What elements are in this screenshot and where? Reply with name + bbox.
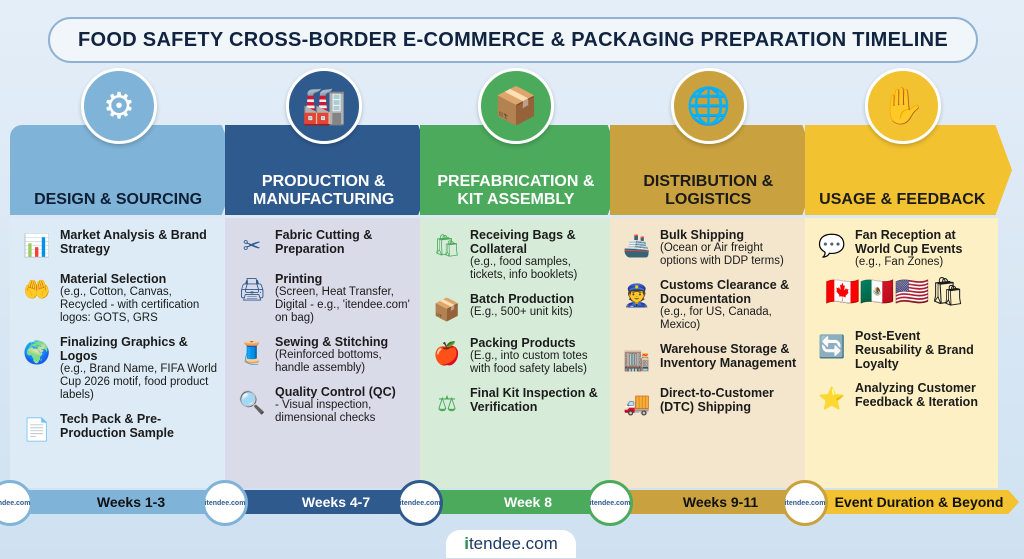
timeline-step: 💬Fan Reception at World Cup Events(e.g.,… xyxy=(815,228,990,269)
step-detail: (e.g., for US, Canada, Mexico) xyxy=(660,306,772,331)
printer-icon: 🖨 xyxy=(238,276,266,302)
scale-icon: ⚖ xyxy=(437,390,457,416)
production-seal: itendee.com xyxy=(782,480,828,526)
phase-panel: 🚢Bulk Shipping(Ocean or Air freight opti… xyxy=(610,218,805,488)
production-seal: itendee.com xyxy=(397,480,443,526)
timeline-step: ✂Fabric Cutting & Preparation xyxy=(235,228,413,262)
step-detail: (E.g., into custom totes with food safet… xyxy=(470,350,588,375)
bags-icon: 🛍 xyxy=(433,232,461,258)
phase-panel: 📊Market Analysis & Brand Strategy 🤲Materi… xyxy=(10,218,226,488)
phase-header: PREFABRICATION & KIT ASSEMBLY xyxy=(420,125,624,215)
fans-illustration: 🇨🇦🇲🇽🇺🇸🛍 xyxy=(825,276,966,307)
step-detail: (Reinforced bottoms, handle assembly) xyxy=(275,349,382,374)
step-detail: (e.g., food samples, tickets, info bookl… xyxy=(470,256,578,281)
document-pen-icon: 📄 xyxy=(23,416,51,442)
step-detail: (Screen, Heat Transfer, Digital - e.g., … xyxy=(275,286,410,324)
magnifier-eye-icon: 🔍 xyxy=(238,389,266,415)
step-detail: - Visual inspection, dimensional checks xyxy=(275,399,376,424)
chat-smile-icon: 💬 xyxy=(818,232,846,258)
refresh-icon: 🔄 xyxy=(818,333,846,359)
fabric-hand-icon: 🤲 xyxy=(23,276,51,302)
packing-icon: 🍎 xyxy=(433,340,461,366)
phase-column: PREFABRICATION & KIT ASSEMBLY 🛍Receiving … xyxy=(420,125,624,488)
phase-timeframe: Event Duration & Beyond xyxy=(805,490,1019,514)
warehouse-icon: 🏬 xyxy=(623,346,651,372)
timeline-step: 📦Batch Production(E.g., 500+ unit kits) xyxy=(430,292,602,326)
timeline-step: 🏬Warehouse Storage & Inventory Managemen… xyxy=(620,342,797,376)
phase-column: USAGE & FEEDBACK💬Fan Reception at World … xyxy=(805,125,1012,488)
production-seal: itendee.com xyxy=(202,480,248,526)
phase-panel: ✂Fabric Cutting & Preparation 🖨Printing(S… xyxy=(225,218,421,488)
timeline-step: 🔍Quality Control (QC)- Visual inspection… xyxy=(235,385,413,425)
ship-icon: 🚢 xyxy=(623,232,651,258)
timeline-step: 🛍Receiving Bags & Collateral(e.g., food … xyxy=(430,228,602,282)
step-detail: (Ocean or Air freight options with DDP t… xyxy=(660,242,784,267)
phase-column: DISTRIBUTION & LOGISTICS🚢Bulk Shipping(O… xyxy=(610,125,819,488)
box-icon: 📦 xyxy=(433,296,461,322)
truck-icon: 🚚 xyxy=(623,390,651,416)
timeline-step: 🌍Finalizing Graphics & Logos(e.g., Brand… xyxy=(20,335,218,402)
timeline-step: ⭐Analyzing Customer Feedback & Iteration xyxy=(815,381,990,415)
customs-officer-icon: 👮 xyxy=(623,282,651,308)
fifa-globe-icon: 🌍 xyxy=(23,339,51,365)
step-detail: (E.g., 500+ unit kits) xyxy=(470,306,573,318)
sewing-machine-icon: 🧵 xyxy=(238,339,266,365)
production-seal: itendee.com xyxy=(587,480,633,526)
timeline-step: 📄Tech Pack & Pre-Production Sample xyxy=(20,412,218,446)
step-detail: (e.g., Fan Zones) xyxy=(855,256,944,268)
factory-icon: 🏭 xyxy=(286,68,362,144)
compass-gear-icon: ⚙ xyxy=(81,68,157,144)
phase-column: PRODUCTION & MANUFACTURING✂Fabric Cuttin… xyxy=(225,125,435,488)
globe-truck-icon: 🌐 xyxy=(670,68,747,144)
step-detail: (e.g., Cotton, Canvas, Recycled - with c… xyxy=(60,286,200,324)
timeline-step: ⚖Final Kit Inspection & Verification xyxy=(430,386,602,420)
timeline-step: 🧵Sewing & Stitching(Reinforced bottoms, … xyxy=(235,335,413,375)
timeline-step: 👮Customs Clearance & Documentation(e.g.,… xyxy=(620,278,797,332)
page-title: FOOD SAFETY CROSS-BORDER E-COMMERCE & PA… xyxy=(48,17,978,63)
timeline-step: 📊Market Analysis & Brand Strategy xyxy=(20,228,218,262)
monitor-chart-icon: 📊 xyxy=(23,232,51,258)
timeline-step: 🤲Material Selection(e.g., Cotton, Canvas… xyxy=(20,272,218,325)
cutting-table-icon: ✂ xyxy=(242,232,262,258)
timeline-step: 🚚Direct-to-Customer (DTC) Shipping xyxy=(620,386,797,420)
phase-panel: 🛍Receiving Bags & Collateral(e.g., food … xyxy=(420,218,610,488)
conveyor-icon: 📦 xyxy=(478,68,554,144)
review-stars-icon: ⭐ xyxy=(818,385,846,411)
phase-column: DESIGN & SOURCING📊Market Analysis & Bran… xyxy=(10,125,240,488)
hand-chat-icon: ✋ xyxy=(864,68,941,144)
timeline-step: 🔄Post-Event Reusability & Brand Loyalty xyxy=(815,329,990,371)
timeline-step: 🚢Bulk Shipping(Ocean or Air freight opti… xyxy=(620,228,797,268)
timeline-step: 🖨Printing(Screen, Heat Transfer, Digital… xyxy=(235,272,413,325)
phase-panel: 💬Fan Reception at World Cup Events(e.g.,… xyxy=(805,218,998,488)
step-detail: (e.g., Brand Name, FIFA World Cup 2026 m… xyxy=(60,363,218,401)
timeline-step: 🍎Packing Products(E.g., into custom tote… xyxy=(430,336,602,376)
phase-timeframe: Weeks 1-3 xyxy=(10,490,238,514)
